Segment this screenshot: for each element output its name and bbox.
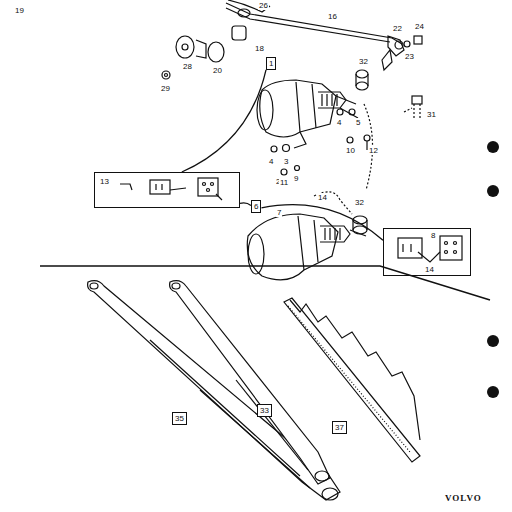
callout-number: 3 [283,157,289,166]
callout-number: 4 [336,118,342,127]
callout-number: 12 [368,146,379,155]
callout-number: 8 [430,231,436,240]
callout-number: 10 [345,146,356,155]
callout-number: 14 [317,193,328,202]
wire-connector [261,205,383,241]
wire-connector [240,203,251,206]
callout-number: 16 [327,12,338,21]
callout-number: 28 [182,62,193,71]
callout-number: 24 [414,22,425,31]
callout-number: 4 [268,157,274,166]
callout-number: 5 [355,118,361,127]
callout-number: 35 [175,414,184,423]
callout-number: 29 [160,84,171,93]
callout-number: 23 [404,52,415,61]
callout-number: 37 [335,423,344,432]
callout-number: 18 [254,44,265,53]
callout-number: 33 [260,406,269,415]
callout-number: 11 [279,178,289,187]
callout-number: 22 [392,24,403,33]
inset-panel: 8 14 [383,228,471,276]
callout-number: 7 [276,208,282,217]
callout-number: 20 [212,66,223,75]
callout-box: 37 [332,421,347,434]
callout-number: 13 [99,177,110,186]
callout-number: 26 [258,1,269,10]
inset-panel: 13214 [94,172,240,208]
callout-number: 6 [254,202,258,211]
callout-number: 14 [424,265,435,274]
brand-mark: VOLVO [444,494,483,503]
callout-number: 32 [354,198,365,207]
callout-number: 9 [293,174,299,183]
wire-connector [182,70,266,172]
callout-box: 1 [266,57,276,70]
callout-box: 33 [257,404,272,417]
callout-number: 31 [426,110,437,119]
callout-box: 6 [251,200,261,213]
callout-box: 35 [172,412,187,425]
callout-number: 1 [269,59,273,68]
callout-number: 32 [358,57,369,66]
callout-number: 19 [14,6,25,15]
